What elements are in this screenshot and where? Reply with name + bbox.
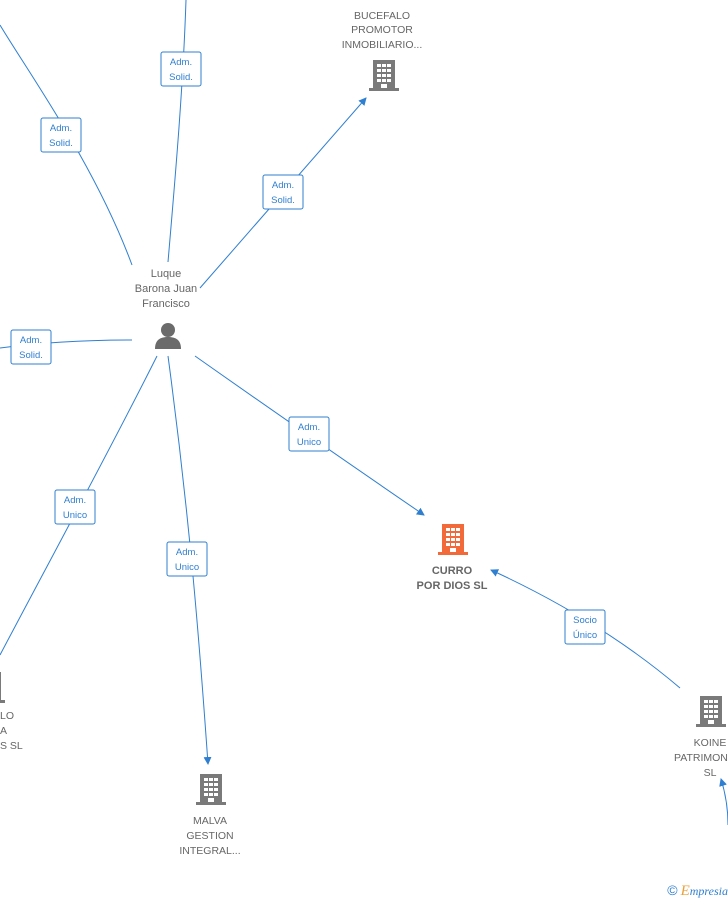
empresia-logo[interactable]: ©Empresia [667,882,728,900]
edge-label-to-bucefalo[interactable]: Adm. Solid. [262,174,304,210]
edge-label-line: Adm. [298,422,320,433]
edge-label-line: Solid. [19,350,43,361]
node-label-line: INTEGRAL... [179,845,240,857]
edge-label-koine-curro[interactable]: Socio Único [564,609,606,645]
node-label-line: LO [0,710,14,722]
edge-top-mid [167,0,187,263]
node-label-line: Francisco [142,298,190,310]
node-left-partial[interactable]: LO A S SL [0,672,23,752]
edge-to-malva [167,355,212,765]
building-icon [696,696,726,727]
edge-label-line: Adm. [176,547,198,558]
node-label-line: Barona Juan [135,283,197,295]
node-koine[interactable]: KOINE PATRIMON SL [674,696,728,779]
edge-label-line: Adm. [20,335,42,346]
node-label-line: KOINE [694,737,727,749]
edge-label-line: Adm. [170,57,192,68]
building-icon-highlighted [438,524,468,555]
node-curro[interactable]: CURRO POR DIOS SL [417,524,488,592]
edge-label-line: Adm. [272,180,294,191]
edge-label-line: Solid. [49,138,73,149]
edge-label-left[interactable]: Adm. Solid. [10,329,52,365]
building-icon [196,774,226,805]
edge-label-top-mid[interactable]: Adm. Solid. [160,51,202,87]
node-bucefalo[interactable]: BUCEFALO PROMOTOR INMOBILIARIO... [342,10,423,91]
node-label-line: GESTION [186,830,233,842]
edge-label-line: Adm. [50,123,72,134]
edge-label-line: Socio [573,615,597,626]
edge-label-line: Unico [63,510,87,521]
node-label-line: INMOBILIARIO... [342,39,423,51]
node-label-line: SL [704,767,717,779]
edge-label-line: Solid. [271,195,295,206]
node-label-line: S SL [0,740,23,752]
node-malva[interactable]: MALVA GESTION INTEGRAL... [179,774,241,857]
node-label-line: BUCEFALO [354,10,410,22]
edge-label-top-left[interactable]: Adm. Solid. [40,117,82,153]
node-label-line: MALVA [193,815,227,827]
edge-label-line: Único [573,630,597,641]
node-person[interactable]: Luque Barona Juan Francisco [135,268,197,349]
edge-label-line: Unico [297,437,321,448]
edge-label-to-malva[interactable]: Adm. Unico [166,541,208,577]
edge-label-to-curro[interactable]: Adm. Unico [288,416,330,452]
edge-label-line: Unico [175,562,199,573]
node-label-line: PATRIMON [674,752,728,764]
brand-e-letter: E [680,883,690,899]
node-label-line: Luque [151,268,182,280]
edges [0,0,728,826]
copyright-icon: © [667,882,678,898]
building-icon [369,60,399,91]
node-label-line: POR DIOS SL [417,580,488,592]
brand-name: mpresia [689,884,728,898]
building-icon [0,672,5,703]
node-label-line: CURRO [432,565,473,577]
person-icon [155,323,181,349]
node-label-line: PROMOTOR [351,24,413,36]
edge-label-line: Solid. [169,72,193,83]
edge-label-line: Adm. [64,495,86,506]
node-label-line: A [0,725,7,737]
edge-label-lower-left[interactable]: Adm. Unico [54,489,96,525]
edge-koine-incoming [719,778,728,826]
